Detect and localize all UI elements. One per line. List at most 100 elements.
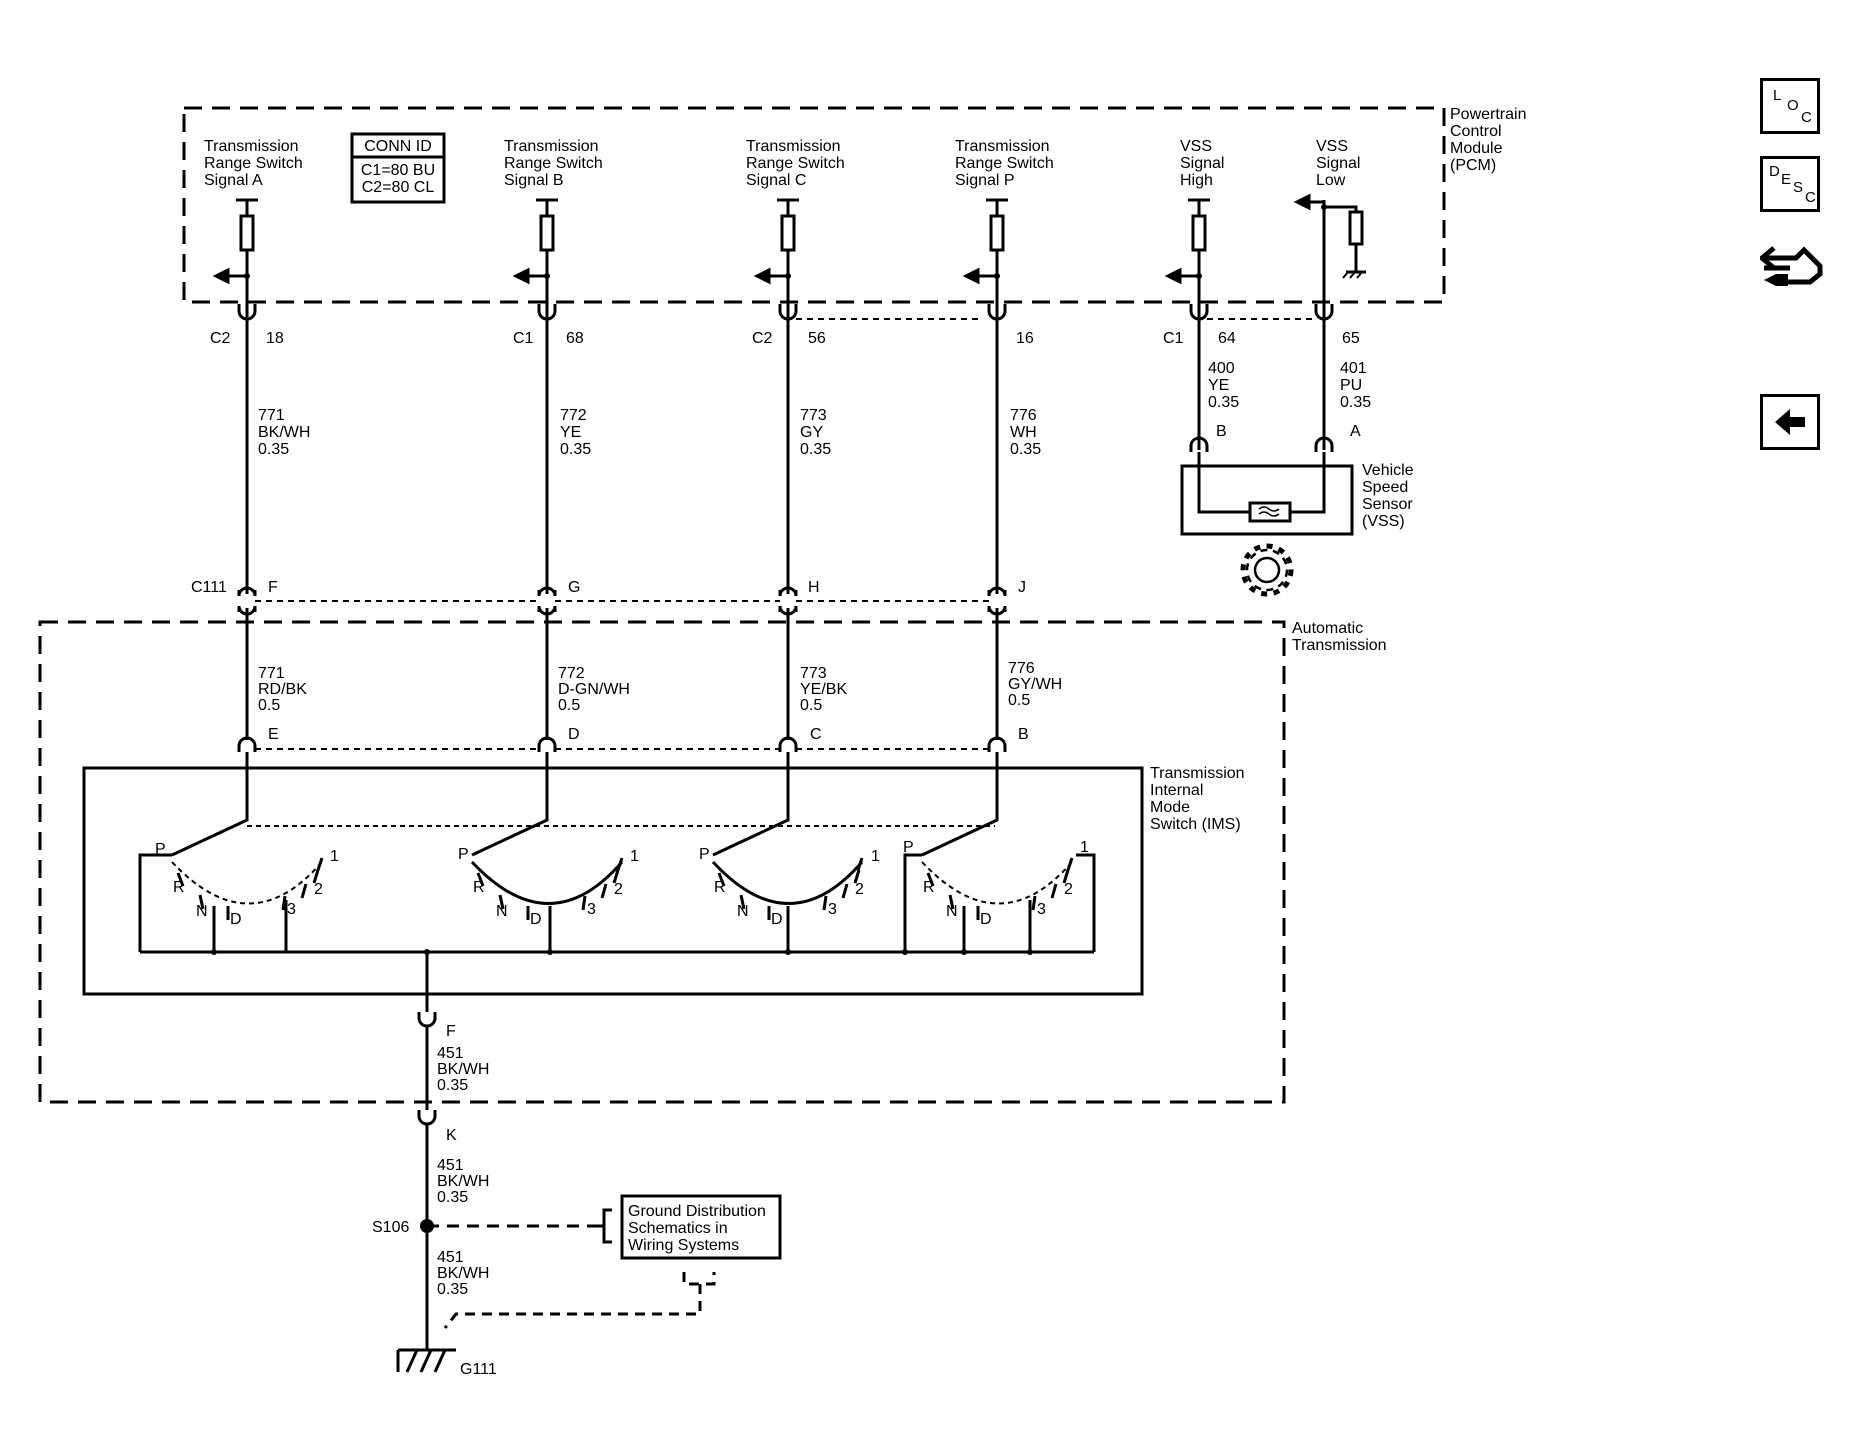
- conn-id-title: CONN ID: [364, 138, 432, 155]
- svg-text:N: N: [737, 903, 749, 920]
- svg-text:56: 56: [808, 330, 826, 347]
- svg-text:D: D: [771, 911, 783, 928]
- svg-text:65: 65: [1342, 330, 1360, 347]
- svg-text:D: D: [530, 911, 542, 928]
- ims-switch-a: [138, 752, 1094, 954]
- c111-connector: [237, 586, 1007, 616]
- svg-text:N: N: [196, 903, 208, 920]
- svg-text:C2: C2: [210, 330, 231, 347]
- svg-text:16: 16: [1016, 330, 1034, 347]
- ims-switch-b: [470, 752, 624, 952]
- svg-text:E: E: [268, 726, 279, 743]
- svg-text:R: R: [473, 879, 485, 896]
- connector-tool-icon: [1758, 246, 1823, 286]
- svg-text:C: C: [810, 726, 822, 743]
- svg-text:2: 2: [855, 881, 864, 898]
- connector-view-icon[interactable]: [1758, 238, 1824, 298]
- svg-text:P: P: [903, 839, 914, 856]
- svg-text:3: 3: [287, 901, 296, 918]
- ims-box: [82, 766, 1144, 996]
- svg-text:2: 2: [1064, 881, 1073, 898]
- svg-text:1: 1: [330, 848, 339, 865]
- desc-button[interactable]: D E S C: [1760, 156, 1820, 212]
- svg-text:C1: C1: [513, 330, 534, 347]
- ims-connector-pins: [237, 736, 1007, 752]
- svg-text:18: 18: [266, 330, 284, 347]
- ims-switch-c: [711, 752, 864, 952]
- svg-text:H: H: [808, 579, 820, 596]
- gear-icon: [1240, 543, 1294, 597]
- splice-s106-label: S106: [372, 1219, 409, 1236]
- svg-text:2: 2: [314, 881, 323, 898]
- svg-text:68: 68: [566, 330, 584, 347]
- svg-text:R: R: [173, 879, 185, 896]
- svg-text:1: 1: [871, 848, 880, 865]
- svg-text:N: N: [946, 903, 958, 920]
- svg-text:A: A: [1350, 423, 1361, 440]
- svg-text:D: D: [980, 911, 992, 928]
- svg-text:1: 1: [630, 848, 639, 865]
- svg-text:P: P: [699, 846, 710, 863]
- svg-text:R: R: [923, 879, 935, 896]
- conn-id-box: [350, 132, 446, 204]
- svg-text:F: F: [268, 579, 278, 596]
- svg-text:3: 3: [828, 901, 837, 918]
- svg-text:G: G: [568, 579, 580, 596]
- ims-switch-p: [903, 752, 1096, 952]
- ground-g111-label: G111: [460, 1361, 497, 1378]
- svg-text:2: 2: [614, 881, 623, 898]
- pcm-signal-circuits: [212, 193, 1366, 302]
- svg-text:3: 3: [587, 901, 596, 918]
- ground-path: [396, 952, 782, 1373]
- loc-button[interactable]: L O C: [1760, 78, 1820, 134]
- svg-text:J: J: [1018, 579, 1026, 596]
- auto-trans-box: [38, 620, 1286, 1104]
- svg-text:1: 1: [1080, 839, 1089, 856]
- svg-text:B: B: [1216, 423, 1227, 440]
- svg-text:R: R: [714, 879, 726, 896]
- pcm-box: [182, 106, 1446, 304]
- c111-label: C111: [191, 579, 227, 596]
- svg-text:P: P: [155, 841, 166, 858]
- svg-text:D: D: [230, 911, 242, 928]
- pcm-connector-pins: [237, 304, 1334, 321]
- svg-text:B: B: [1018, 726, 1029, 743]
- svg-text:D: D: [568, 726, 580, 743]
- svg-text:N: N: [496, 903, 508, 920]
- svg-text:C1: C1: [1163, 330, 1184, 347]
- vss-sensor: [1180, 436, 1354, 536]
- svg-text:K: K: [446, 1127, 457, 1144]
- back-arrow-icon: [1775, 409, 1805, 435]
- svg-text:C2: C2: [752, 330, 773, 347]
- svg-text:F: F: [446, 1023, 456, 1040]
- back-button[interactable]: [1760, 394, 1820, 450]
- svg-text:64: 64: [1218, 330, 1236, 347]
